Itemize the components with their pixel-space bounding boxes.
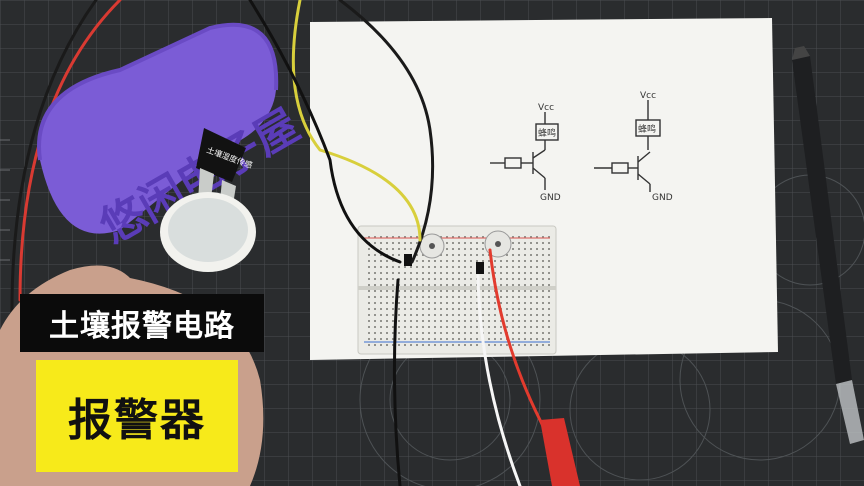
subtitle-banner: 报警器 xyxy=(36,360,238,472)
gnd-label-right: GND xyxy=(652,193,673,203)
alligator-clip xyxy=(540,418,580,486)
vcc-label-right: Vcc xyxy=(640,91,656,101)
buzzer-label-right: 蜂鸣 xyxy=(638,123,656,135)
breadboard xyxy=(357,225,557,355)
pen xyxy=(792,46,864,444)
transistor-left xyxy=(404,254,412,266)
title-banner: 土壤报警电路 xyxy=(20,294,264,352)
transistor-right xyxy=(476,262,484,274)
vcc-label-left: Vcc xyxy=(538,103,554,113)
logo-plate xyxy=(37,22,279,234)
mat-ruler xyxy=(0,139,10,261)
water-cup xyxy=(160,192,256,272)
schematic-circuit-left xyxy=(490,112,559,190)
schematic-circuit-right xyxy=(594,100,661,192)
buzzer-label-left: 蜂鸣 xyxy=(538,127,556,139)
gnd-label-left: GND xyxy=(540,193,561,203)
